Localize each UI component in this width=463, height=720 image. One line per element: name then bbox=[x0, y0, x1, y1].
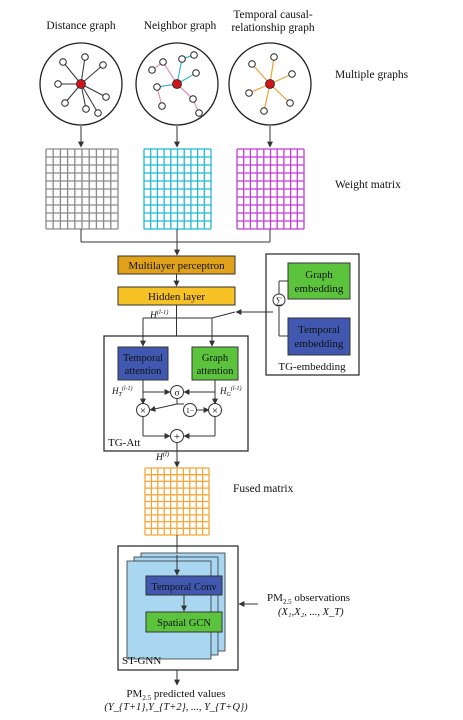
temporal-attention-box bbox=[117, 346, 169, 381]
neighbor-graph-title: Neighbor graph bbox=[144, 20, 217, 32]
multiply-node-left bbox=[136, 403, 150, 417]
h-input-label: H(l-1) bbox=[149, 309, 168, 321]
ht-label: HT(l-1) bbox=[111, 385, 133, 398]
multiply-symbol-left: × bbox=[140, 405, 146, 417]
temporal-embedding-box bbox=[287, 317, 351, 356]
temporal-graph-title-line2: relationship graph bbox=[231, 22, 315, 34]
temporal-conv-label: Temporal Conv bbox=[151, 582, 217, 593]
add-node bbox=[170, 429, 184, 443]
tg-embedding-label: TG-embedding bbox=[278, 361, 346, 373]
distance-graph bbox=[39, 42, 123, 126]
temporal-attention-line1: Temporal bbox=[123, 353, 163, 364]
embedding-sum-node bbox=[272, 293, 286, 307]
weight-matrix-neighbor bbox=[143, 148, 212, 230]
st-gnn-label: ST-GNN bbox=[122, 655, 161, 667]
multiply-node-right bbox=[208, 403, 222, 417]
predicted-values-line2: (Y_{T+1},Y_{T+2}, ..., Y_{T+Q}) bbox=[104, 702, 248, 713]
graph-attention-line1: Graph bbox=[202, 353, 229, 364]
graph-attention-line2: attention bbox=[197, 366, 234, 377]
fused-matrix bbox=[144, 467, 210, 536]
temporal-causal-graph bbox=[228, 42, 312, 126]
graph-embedding-line1: Graph bbox=[305, 269, 333, 281]
graph-attention-box bbox=[191, 346, 239, 381]
h-output-label: H(l) bbox=[155, 451, 169, 463]
weight-matrix-distance bbox=[45, 148, 119, 230]
observations-line1: PM2.5 observations bbox=[267, 592, 350, 606]
spatial-gcn-box bbox=[145, 611, 223, 633]
hg-label: HG(l-1) bbox=[219, 385, 242, 398]
add-symbol: + bbox=[174, 431, 180, 443]
predicted-values-line1: PM2.5 predicted values bbox=[126, 688, 225, 702]
observations-line2: (X₁,X₂, ..., X_T) bbox=[278, 607, 344, 618]
weight-matrix-label: Weight matrix bbox=[335, 179, 401, 191]
tg-att-label: TG-Att bbox=[108, 437, 140, 449]
hidden-layer-label: Hidden layer bbox=[148, 291, 205, 303]
fused-matrix-label: Fused matrix bbox=[233, 483, 294, 495]
st-gnn-box bbox=[117, 545, 239, 671]
multiply-symbol-right: × bbox=[212, 405, 218, 417]
embedding-sum-symbol: ∑ bbox=[276, 296, 282, 306]
temporal-embedding-line1: Temporal bbox=[298, 324, 340, 336]
temporal-attention-line2: attention bbox=[125, 366, 162, 377]
neighbor-graph bbox=[135, 42, 219, 126]
multiple-graphs-label: Multiple graphs bbox=[335, 69, 409, 81]
temporal-graph-title-line1: Temporal causal- bbox=[233, 9, 313, 21]
spatial-gcn-label: Spatial GCN bbox=[157, 618, 211, 629]
weight-matrix-temporal bbox=[236, 148, 305, 230]
one-minus-node bbox=[183, 403, 197, 417]
tg-att-box bbox=[103, 335, 249, 452]
graph-embedding-line2: embedding bbox=[295, 283, 344, 295]
tg-embedding-box bbox=[265, 253, 360, 376]
one-minus-symbol: 1− bbox=[186, 406, 194, 415]
distance-graph-title: Distance graph bbox=[46, 20, 116, 32]
temporal-embedding-line2: embedding bbox=[295, 338, 344, 350]
sigma-node bbox=[170, 385, 184, 399]
multilayer-perceptron-label: Multilayer perceptron bbox=[128, 260, 225, 272]
sigma-symbol: σ bbox=[174, 389, 179, 399]
